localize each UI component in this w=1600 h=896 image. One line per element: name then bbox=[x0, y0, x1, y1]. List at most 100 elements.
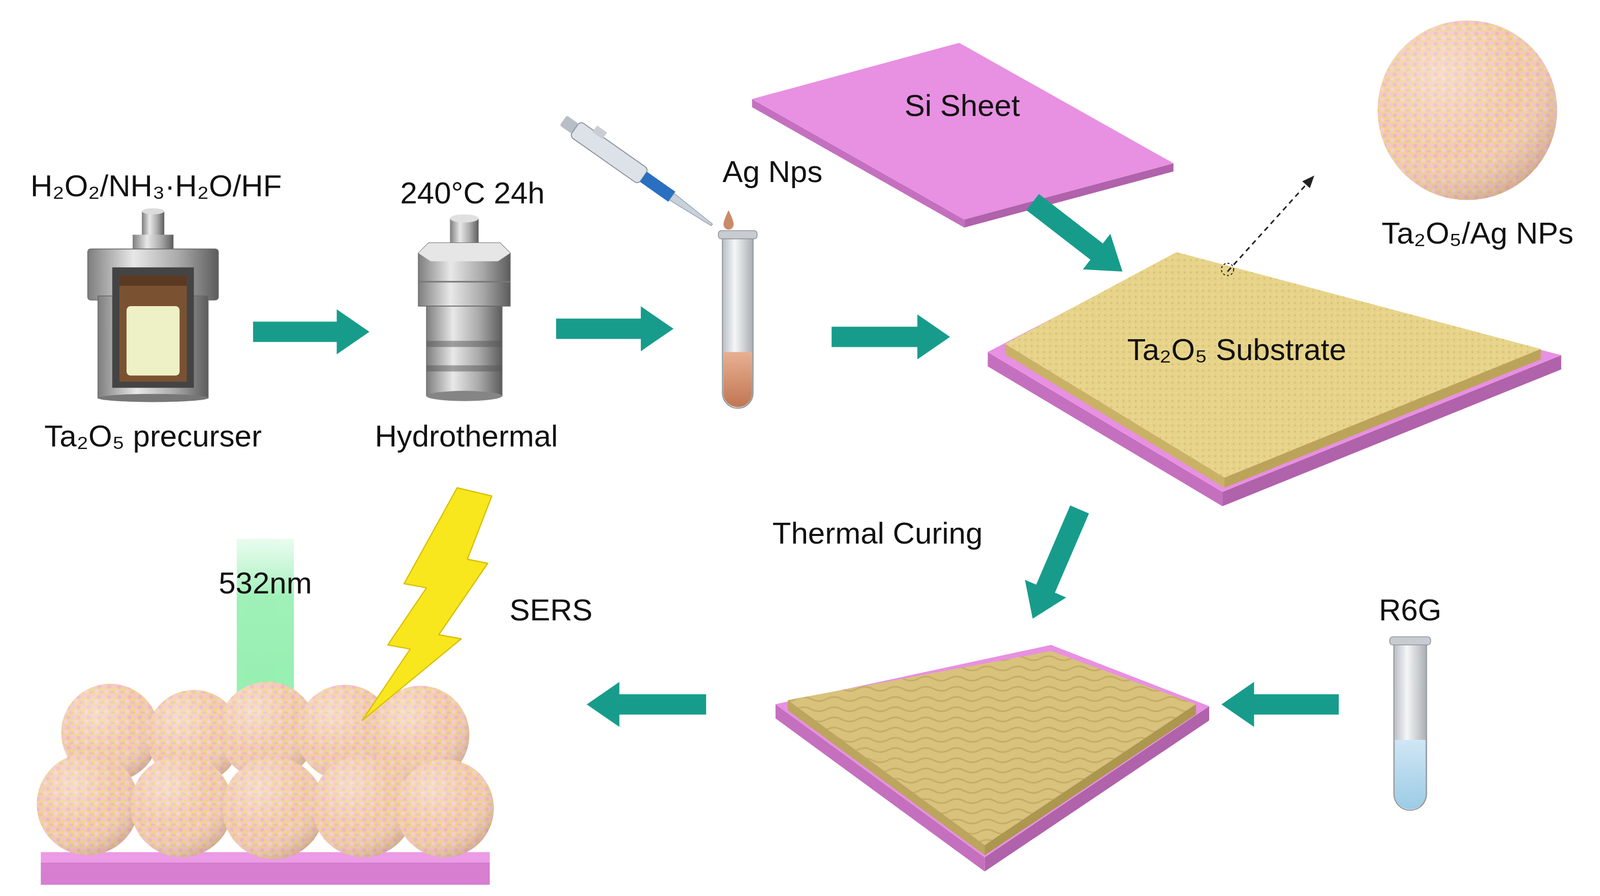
process-arrow bbox=[1227, 175, 1315, 272]
node-label: Ag Nps bbox=[722, 154, 823, 190]
label-holder: R6G bbox=[1378, 591, 1442, 627]
node-label: H₂O₂/NH₃·H₂O/HF bbox=[30, 168, 282, 204]
block-arrow bbox=[586, 681, 706, 727]
label-holder: H₂O₂/NH₃·H₂O/HF bbox=[30, 168, 282, 204]
process-arrow bbox=[831, 314, 950, 359]
tube-liquid bbox=[723, 351, 752, 407]
illustration-node: Ta₂O₅ Substrate bbox=[987, 273, 1561, 506]
illustration-node: R6G bbox=[1389, 636, 1431, 812]
tube-liquid bbox=[1394, 739, 1426, 809]
precursor-solution bbox=[126, 305, 180, 376]
sphere-shade bbox=[222, 756, 325, 859]
label-holder: Ta₂O₅ precurser bbox=[44, 418, 262, 454]
autoclave-cutaway bbox=[87, 207, 219, 402]
illustration-node: 532nmSERS bbox=[35, 681, 500, 886]
autoclave-knob bbox=[141, 210, 165, 238]
tube-rim bbox=[1389, 636, 1431, 645]
block-arrow bbox=[831, 314, 950, 359]
sphere bbox=[130, 754, 233, 857]
hydrothermal-autoclave bbox=[418, 213, 511, 401]
sphere-shade bbox=[395, 758, 495, 857]
node-label: Thermal Curing bbox=[772, 515, 983, 551]
node-label: Ta₂O₅ precurser bbox=[44, 418, 262, 454]
label-holder: 532nm bbox=[218, 565, 312, 601]
tube-rim bbox=[718, 230, 757, 239]
illustration-node: Si Sheet bbox=[752, 42, 1174, 182]
pipette-handle bbox=[569, 120, 649, 184]
block-arrow bbox=[556, 305, 674, 351]
illustration-node: H₂O₂/NH₃·H₂O/HFTa₂O₅ precurser bbox=[79, 209, 225, 400]
autoclave-liner bbox=[119, 275, 188, 382]
zoom-circle bbox=[1221, 263, 1234, 276]
label-holder: Ta₂O₅ Substrate bbox=[1127, 331, 1347, 367]
node-label: R6G bbox=[1378, 591, 1442, 627]
node-label: 240°C 24h bbox=[400, 175, 545, 211]
process-arrow bbox=[253, 309, 370, 354]
node-label: Ta₂O₅ Substrate bbox=[1127, 331, 1347, 367]
illustration-node: Ta₂O₅/Ag NPs bbox=[1377, 20, 1557, 200]
pipette bbox=[558, 107, 721, 233]
label-holder: Ag Nps bbox=[722, 154, 823, 190]
process-arrow bbox=[1025, 505, 1090, 619]
sphere bbox=[222, 756, 325, 859]
illustration-node: 240°C 24hHydrothermal bbox=[411, 216, 518, 396]
sphere-shade bbox=[1377, 20, 1557, 200]
lightning-bolt bbox=[362, 487, 492, 721]
label-holder: Thermal Curing bbox=[772, 515, 983, 551]
sphere bbox=[36, 752, 139, 855]
illustration-node: Ag Nps bbox=[714, 229, 760, 411]
process-arrow bbox=[586, 681, 706, 727]
block-arrow bbox=[253, 309, 370, 354]
autoclave-notch bbox=[418, 280, 511, 283]
node-label: Hydrothermal bbox=[374, 418, 558, 454]
illustration-node: Thermal Curing bbox=[775, 644, 1210, 876]
sheet-top bbox=[752, 42, 1174, 220]
sphere-shade bbox=[130, 754, 233, 857]
sphere bbox=[1377, 20, 1557, 200]
autoclave-liner-lid bbox=[119, 275, 188, 286]
process-arrow bbox=[1221, 681, 1339, 727]
node-label: SERS bbox=[509, 591, 593, 627]
autoclave-base bbox=[426, 390, 503, 402]
dashed-leader bbox=[1227, 184, 1306, 272]
label-holder: Ta₂O₅/Ag NPs bbox=[1381, 214, 1574, 251]
base-top bbox=[775, 644, 1210, 857]
sphere bbox=[395, 758, 495, 857]
label-holder: 240°C 24h bbox=[400, 175, 545, 211]
label-holder: SERS bbox=[509, 591, 593, 627]
autoclave-knob-top bbox=[141, 207, 165, 214]
process-arrow bbox=[1026, 194, 1123, 272]
autoclave-groove bbox=[426, 364, 503, 372]
film-top bbox=[1005, 252, 1542, 478]
tube-glass bbox=[722, 236, 753, 409]
si-sheet bbox=[752, 42, 1174, 228]
node-label: 532nm bbox=[218, 565, 312, 601]
label-holder: Hydrothermal bbox=[374, 418, 558, 454]
drop bbox=[723, 209, 734, 230]
arrow-head bbox=[1302, 175, 1315, 189]
label-holder: Si Sheet bbox=[904, 87, 1021, 123]
node-label: Si Sheet bbox=[904, 87, 1021, 123]
autoclave-base bbox=[98, 393, 209, 403]
plate-side bbox=[40, 862, 490, 885]
autoclave-cut bbox=[112, 267, 195, 388]
np-sphere bbox=[1377, 20, 1557, 200]
film-top bbox=[787, 650, 1196, 845]
tube-glass bbox=[1393, 642, 1427, 810]
substrate bbox=[987, 252, 1561, 507]
autoclave-body bbox=[426, 305, 503, 396]
autoclave-head-top bbox=[418, 242, 511, 262]
test-tube-r6g bbox=[1389, 636, 1431, 810]
autoclave-knob-top bbox=[449, 213, 479, 223]
block-arrow bbox=[1026, 194, 1123, 272]
autoclave-groove bbox=[426, 340, 503, 347]
autoclave-head bbox=[418, 242, 511, 306]
autoclave-neck bbox=[132, 234, 174, 252]
block-arrow bbox=[1025, 505, 1090, 619]
process-arrow bbox=[556, 305, 674, 351]
pipette-hook bbox=[592, 125, 608, 140]
pipette-tip bbox=[669, 193, 715, 229]
pipette-tip-holder bbox=[639, 171, 676, 202]
block-arrow bbox=[1221, 681, 1339, 727]
